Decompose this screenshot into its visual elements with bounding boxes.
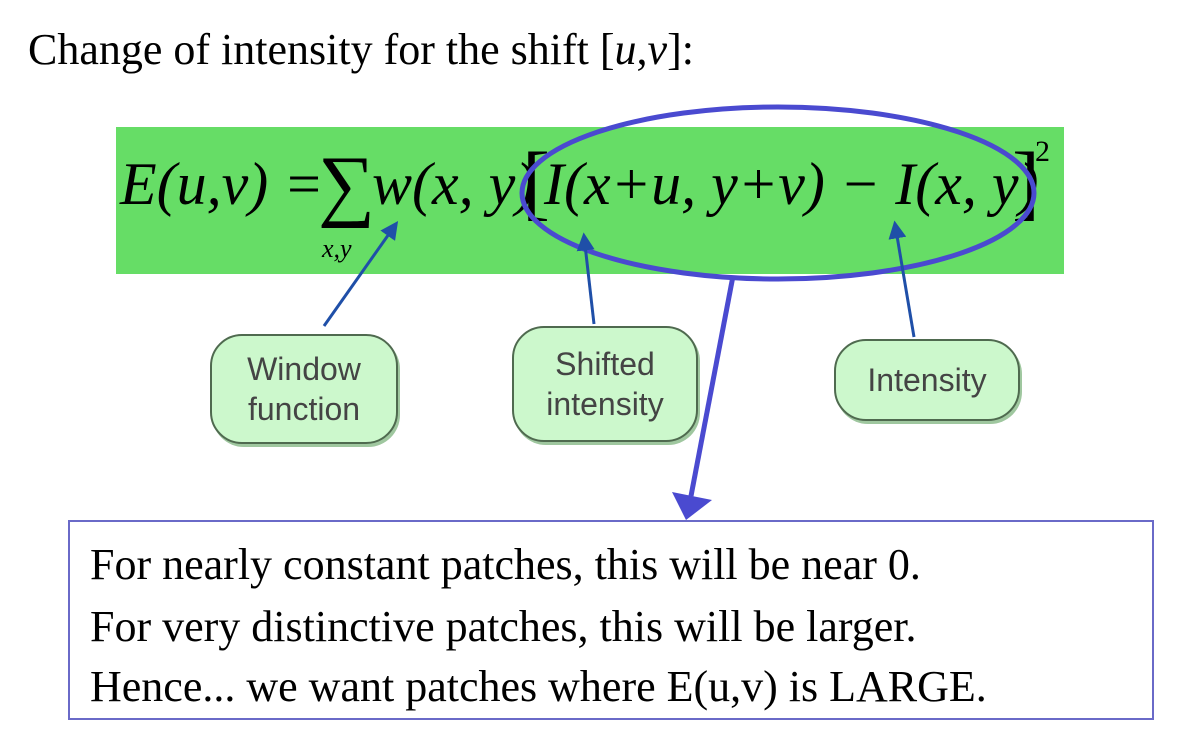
callout-shifted-line2: intensity: [546, 386, 664, 422]
heading-comma: ,: [636, 25, 648, 74]
exponent: 2: [1035, 135, 1050, 168]
note-box: [68, 520, 1154, 720]
weight-term: w(x, y): [372, 151, 536, 217]
equation-lhs: E(u,v) =: [120, 151, 324, 217]
intensity-difference-term: I(x+u, y+v) − I(x, y): [544, 151, 1039, 217]
heading-prefix: Change of intensity for the shift [: [28, 25, 615, 74]
callout-window-line1: Window: [247, 351, 361, 387]
callout-shifted-line1: Shifted: [555, 346, 655, 382]
note-line-2: For very distinctive patches, this will …: [90, 602, 917, 651]
heading-var-v: v: [647, 25, 668, 74]
note-line-1: For nearly constant patches, this will b…: [90, 540, 921, 589]
arrow-to-note-head: [672, 492, 712, 520]
callout-intensity-line1: Intensity: [867, 362, 987, 398]
callout-window-function: Window function: [210, 334, 398, 444]
note-line-3: Hence... we want patches where E(u,v) is…: [90, 662, 987, 711]
callout-shifted-intensity: Shifted intensity: [512, 326, 698, 442]
heading-suffix: ]:: [667, 25, 694, 74]
sum-subscript: x,y: [322, 234, 352, 263]
sigma-symbol: ∑: [318, 141, 376, 229]
callout-window-line2: function: [247, 391, 361, 427]
callout-intensity: Intensity: [834, 339, 1020, 421]
heading-var-u: u: [614, 25, 637, 74]
slide-heading: Change of intensity for the shift [u,v]:: [28, 20, 694, 80]
